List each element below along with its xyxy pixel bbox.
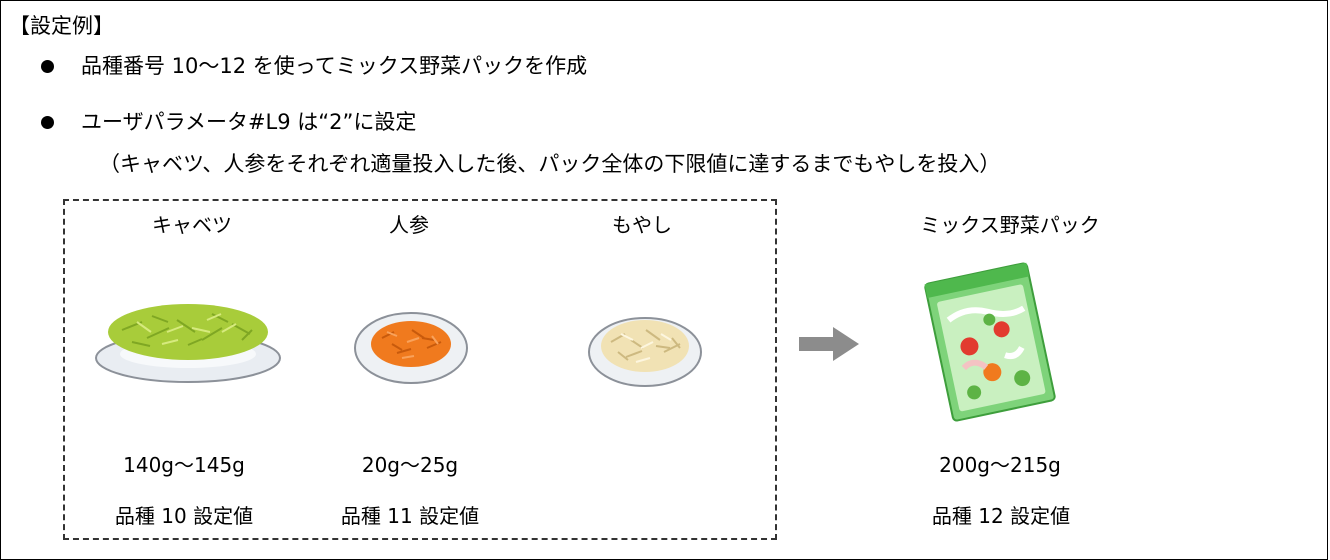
vegetable-pack-icon: [924, 262, 1056, 422]
result-setting: 品種 12 設定値: [931, 504, 1071, 528]
example-header: 【設定例】: [9, 14, 114, 38]
ingredients-box: [63, 199, 777, 540]
result-name: ミックス野菜パック: [920, 213, 1100, 237]
item-range-carrot: 20g～25g: [361, 453, 459, 477]
item-setting-carrot: 品種 11 設定値: [340, 504, 480, 528]
arrow-right-icon: [799, 327, 859, 361]
item-name-carrot: 人参: [389, 213, 429, 237]
item-name-sprouts: もやし: [612, 213, 672, 237]
bullet-text-1: 品種番号 10～12 を使ってミックス野菜パックを作成: [81, 54, 588, 78]
item-range-cabbage: 140g～145g: [123, 453, 245, 477]
cabbage-plate-icon: [95, 304, 281, 383]
bullet-dot: [41, 60, 54, 73]
item-setting-cabbage: 品種 10 設定値: [114, 504, 254, 528]
bullet-text-2: ユーザパラメータ#L9 は“2”に設定: [81, 110, 417, 134]
bullet-dot: [41, 116, 54, 129]
result-range: 200g～215g: [939, 453, 1061, 477]
note-text: （キャベツ、人参をそれぞれ適量投入した後、パック全体の下限値に達するまでもやしを…: [99, 152, 1001, 176]
carrot-plate-icon: [354, 312, 468, 384]
bean-sprouts-plate-icon: [588, 317, 702, 387]
item-name-cabbage: キャベツ: [152, 213, 232, 237]
